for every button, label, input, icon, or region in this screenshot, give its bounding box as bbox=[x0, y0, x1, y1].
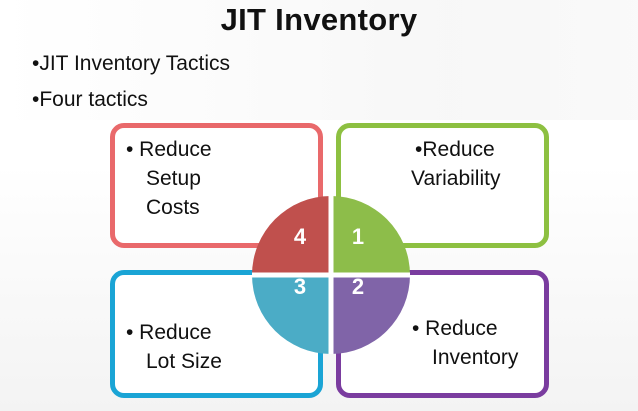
line: •Reduce bbox=[415, 138, 495, 161]
quadrant-4-label: 4 bbox=[294, 224, 307, 249]
tactics-circle: 1 2 3 4 bbox=[252, 196, 410, 354]
line: Setup bbox=[146, 167, 201, 190]
text-reduce-inventory: • Reduce Inventory bbox=[412, 314, 518, 372]
line: • Reduce bbox=[126, 138, 212, 161]
line: Inventory bbox=[432, 346, 519, 369]
line: Variability bbox=[411, 167, 501, 190]
bullet-four-tactics: •Four tactics bbox=[32, 88, 148, 111]
quadrant-3-label: 3 bbox=[294, 274, 306, 299]
line: Costs bbox=[146, 196, 200, 219]
line: Lot Size bbox=[146, 350, 222, 373]
slide-title: JIT Inventory bbox=[220, 2, 418, 37]
bullet-jit-tactics: •JIT Inventory Tactics bbox=[32, 52, 230, 75]
quadrant-2 bbox=[331, 275, 410, 354]
quadrant-3 bbox=[252, 275, 331, 354]
line: • Reduce bbox=[126, 321, 212, 344]
quadrant-1-label: 1 bbox=[352, 224, 364, 249]
text-reduce-variability: •Reduce Variability bbox=[411, 135, 500, 193]
quadrant-2-label: 2 bbox=[352, 274, 364, 299]
text-reduce-lot-size: • Reduce Lot Size bbox=[126, 318, 222, 376]
text-reduce-setup-costs: • Reduce Setup Costs bbox=[126, 135, 212, 222]
background-band bbox=[0, 0, 638, 120]
quadrant-1 bbox=[331, 196, 410, 275]
quadrant-4 bbox=[252, 196, 331, 275]
line: • Reduce bbox=[412, 317, 498, 340]
